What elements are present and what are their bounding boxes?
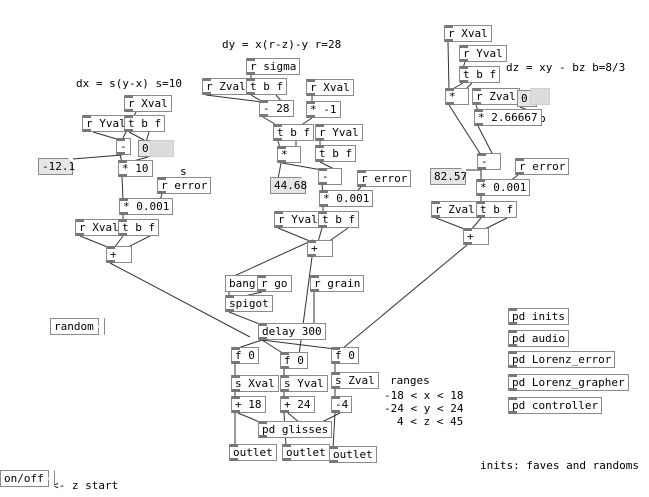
dy-trigger-2[interactable]: t b f	[273, 124, 315, 141]
dy-multiply-dt[interactable]: * 0.001	[319, 190, 374, 207]
patch-cord	[341, 244, 468, 350]
float-x[interactable]: f 0	[231, 347, 259, 364]
patch-cord	[128, 131, 145, 141]
dz-equation-comment: dz = xy - bz b=8/3	[506, 61, 626, 74]
dz-receive-yval[interactable]: r Yval	[459, 45, 507, 62]
range-x-comment: -18 < x < 18	[384, 389, 464, 402]
dz-receive-error[interactable]: r error	[515, 158, 570, 175]
z-value-number[interactable]: 82.57	[430, 168, 467, 185]
receive-grain[interactable]: r grain	[310, 275, 365, 292]
dx-trigger-1[interactable]: t b f	[124, 115, 166, 132]
add-18[interactable]: + 18	[231, 396, 266, 413]
x-value-number[interactable]: -12.1	[38, 158, 75, 175]
float-z[interactable]: f 0	[331, 347, 359, 364]
receive-go[interactable]: r go	[257, 275, 292, 292]
dy-trigger-3[interactable]: t b f	[315, 145, 357, 162]
pd-glisses[interactable]: pd glisses	[258, 421, 333, 438]
dy-subtract-28[interactable]: - 28	[259, 100, 294, 117]
dz-multiply-b[interactable]: * 2.66667	[474, 109, 542, 126]
dy-multiply-neg1[interactable]: * -1	[306, 101, 341, 118]
patch-cord	[332, 412, 336, 449]
delay-object[interactable]: delay 300	[258, 323, 326, 340]
dx-receive-xval[interactable]: r Xval	[124, 95, 172, 112]
range-y-comment: -24 < y < 24	[384, 402, 464, 415]
ranges-title-comment: ranges	[390, 374, 430, 387]
dy-receive-error[interactable]: r error	[357, 170, 412, 187]
bang-message[interactable]: bang	[225, 275, 267, 292]
outlet-y[interactable]: outlet	[282, 444, 330, 461]
pd-controller[interactable]: pd controller	[508, 397, 603, 414]
dy-receive-xval[interactable]: r Xval	[306, 79, 354, 96]
dy-equation-comment: dy = x(r-z)-y r=28	[222, 38, 342, 51]
dz-trigger-2[interactable]: t b f	[476, 201, 518, 218]
patch-cord	[205, 94, 263, 103]
dy-trigger-4[interactable]: t b f	[318, 211, 360, 228]
dz-subtract[interactable]: -	[477, 153, 501, 170]
patch-cord	[477, 125, 494, 156]
dy-multiply[interactable]: *	[277, 146, 301, 163]
subtract-4[interactable]: -4	[331, 396, 353, 413]
dz-trigger-1[interactable]: t b f	[459, 66, 501, 83]
dz-multiply-dt[interactable]: * 0.001	[476, 179, 531, 196]
range-z-comment: 4 < z < 45	[397, 415, 464, 428]
dx-right-inlet-number[interactable]	[150, 140, 174, 157]
dy-receive-yval[interactable]: r Yval	[315, 124, 363, 141]
outlet-x[interactable]: outlet	[229, 444, 277, 461]
send-yval[interactable]: s Yval	[280, 375, 328, 392]
dz-receive-xval[interactable]: r Xval	[444, 25, 492, 42]
dz-receive-zval-2[interactable]: r Zval	[431, 201, 479, 218]
outlet-z[interactable]: outlet	[329, 446, 377, 463]
patch-cord	[281, 162, 323, 171]
spigot-object[interactable]: spigot	[225, 295, 273, 312]
dy-add[interactable]: +	[307, 240, 333, 257]
dx-equation-comment: dx = s(y-x) s=10	[76, 77, 182, 90]
dx-add[interactable]: +	[106, 246, 132, 263]
b-comment: b	[539, 112, 546, 125]
dz-add[interactable]: +	[463, 228, 489, 245]
dy-receive-sigma[interactable]: r sigma	[246, 58, 301, 75]
pd-inits[interactable]: pd inits	[508, 308, 569, 325]
z-start-comment: <- z start	[52, 479, 119, 492]
dz-multiply[interactable]: *	[445, 88, 469, 105]
pd-lorenz-error[interactable]: pd Lorenz_error	[508, 351, 616, 368]
patch-cord	[447, 41, 450, 91]
dx-trigger-2[interactable]: t b f	[118, 219, 160, 236]
pd-audio[interactable]: pd audio	[508, 330, 569, 347]
dy-trigger-1[interactable]: t b f	[246, 78, 288, 95]
patch-cord	[298, 256, 313, 356]
add-24[interactable]: + 24	[280, 396, 315, 413]
patch-cord	[261, 339, 336, 350]
y-value-number[interactable]: 44.68	[270, 177, 307, 194]
dx-receive-yval[interactable]: r Yval	[82, 115, 130, 132]
dz-right-inlet-number[interactable]	[530, 88, 550, 105]
dy-receive-yval-2[interactable]: r Yval	[274, 211, 322, 228]
dx-multiply-dt[interactable]: * 0.001	[119, 198, 174, 215]
pd-lorenz-grapher[interactable]: pd Lorenz_grapher	[508, 374, 629, 391]
send-zval[interactable]: s Zval	[331, 372, 379, 389]
s-comment: s	[180, 165, 187, 178]
send-xval[interactable]: s Xval	[231, 375, 279, 392]
dy-subtract[interactable]: -	[318, 168, 342, 185]
inits-comment: inits: faves and randoms	[480, 459, 639, 472]
random-message[interactable]: random	[50, 318, 105, 335]
dx-receive-xval-2[interactable]: r Xval	[75, 219, 123, 236]
patch-cord	[231, 239, 314, 278]
dz-receive-zval[interactable]: r Zval	[472, 88, 520, 105]
on-off-message[interactable]: on/off	[0, 470, 55, 487]
dx-multiply-10[interactable]: * 10	[118, 160, 153, 177]
dy-receive-zval[interactable]: r Zval	[202, 78, 250, 95]
dx-subtract[interactable]: -	[116, 138, 131, 155]
dx-receive-error[interactable]: r error	[157, 177, 212, 194]
float-y[interactable]: f 0	[280, 352, 308, 369]
patch-cord	[121, 176, 124, 201]
